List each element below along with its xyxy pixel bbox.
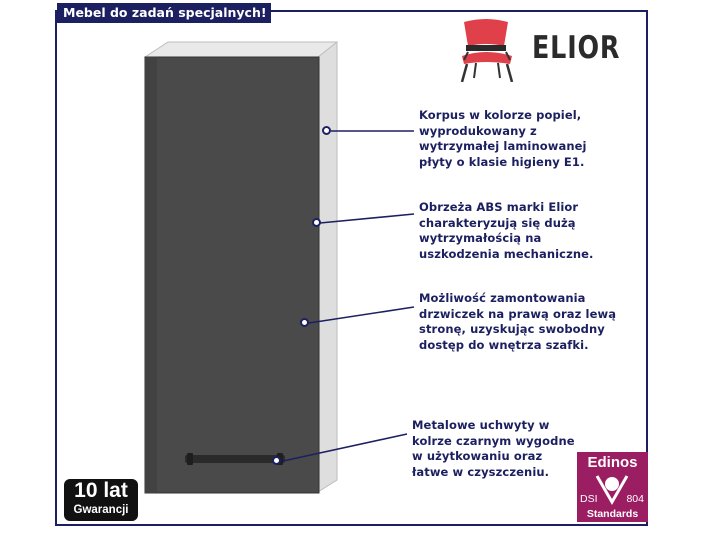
- brand-name: ELIOR: [532, 30, 621, 66]
- certificate-standards: Standards: [586, 508, 639, 520]
- certificate-number: 804: [626, 493, 644, 505]
- warranty-label: Gwarancji: [73, 504, 129, 516]
- certificate-name: Edinos: [587, 454, 638, 471]
- callout-marker: [322, 126, 331, 135]
- warranty-badge: 10 lat Gwarancji: [64, 479, 138, 521]
- checkmark-icon: [595, 475, 629, 506]
- callout-marker: [300, 318, 309, 327]
- red-chair-icon: [460, 19, 514, 82]
- callout-text-door: Możliwość zamontowania drzwiczek na praw…: [419, 291, 617, 352]
- certificate-dsi: DSI: [580, 493, 598, 505]
- edinos-certificate-badge: Edinos DSI 804 Standards: [577, 452, 648, 522]
- callout-marker: [312, 218, 321, 227]
- warranty-years: 10 lat: [74, 479, 128, 502]
- callout-marker: [272, 456, 281, 465]
- callout-text-handle: Metalowe uchwyty w kolrze czarnym wygodn…: [412, 418, 575, 479]
- tagline-banner: Mebel do zadań specjalnych!: [57, 3, 271, 23]
- callout-text-edges: Obrzeża ABS marki Elior charakteryzują s…: [419, 200, 594, 261]
- callout-text-body: Korpus w kolorze popiel, wyprodukowany z…: [419, 108, 587, 169]
- content-frame: [55, 10, 648, 526]
- wall-cabinet-illustration: [143, 40, 338, 494]
